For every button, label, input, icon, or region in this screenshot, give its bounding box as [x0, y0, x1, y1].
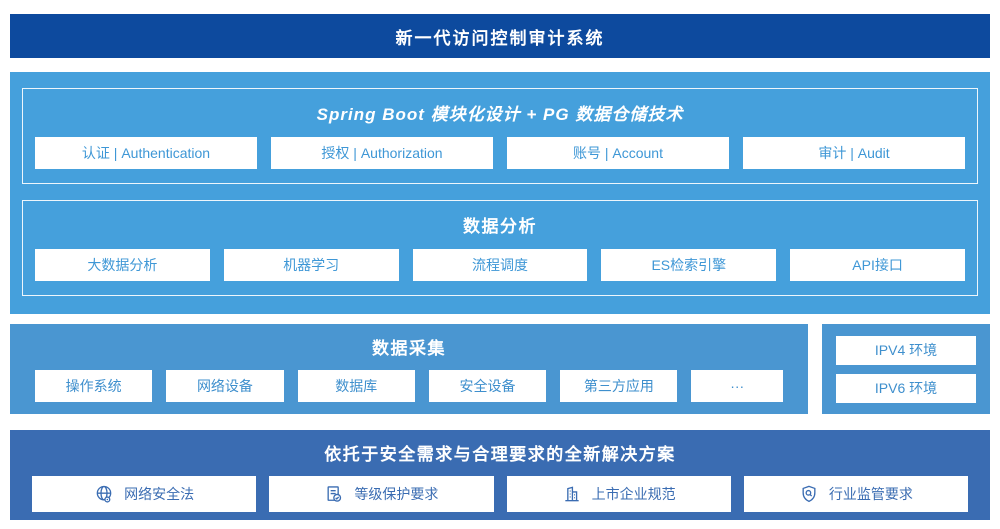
- source-ellipsis: ···: [691, 370, 783, 402]
- solution-title: 依托于安全需求与合理要求的全新解决方案: [324, 445, 676, 464]
- solution-item-label: 等级保护要求: [354, 486, 439, 502]
- springboot-subsection: Spring Boot 模块化设计 + PG 数据仓储技术 认证 | Authe…: [22, 88, 978, 184]
- solution-item-label: 行业监管要求: [828, 486, 913, 502]
- module-es-search-engine: ES检索引擎: [601, 249, 777, 281]
- diagram-root: 新一代访问控制审计系统 Spring Boot 模块化设计 + PG 数据仓储技…: [10, 14, 990, 520]
- source-network-device: 网络设备: [166, 370, 284, 402]
- solution-classified-protection: 等级保护要求: [269, 476, 494, 512]
- data-analysis-subsection: 数据分析 大数据分析 机器学习 流程调度 ES检索引擎 API接口: [22, 200, 978, 296]
- solution-row: 网络安全法 等级保护要求: [32, 476, 968, 512]
- data-collection-title: 数据采集: [372, 339, 446, 358]
- solution-network-security-law: 网络安全法: [32, 476, 257, 512]
- solution-item-label: 上市企业规范: [591, 486, 676, 502]
- title-banner: 新一代访问控制审计系统: [10, 14, 990, 58]
- source-database: 数据库: [297, 370, 415, 402]
- source-third-party-app: 第三方应用: [560, 370, 678, 402]
- solution-listed-company-rules: 上市企业规范: [506, 476, 731, 512]
- page-title: 新一代访问控制审计系统: [395, 28, 605, 48]
- middle-row: 数据采集 操作系统 网络设备 数据库 安全设备 第三方应用 ··· IPV4 环…: [10, 324, 990, 414]
- source-security-device: 安全设备: [428, 370, 547, 402]
- source-operating-system: 操作系统: [35, 370, 153, 402]
- data-collection-section: 数据采集 操作系统 网络设备 数据库 安全设备 第三方应用 ···: [10, 324, 808, 414]
- module-api: API接口: [790, 249, 965, 281]
- shield-search-icon: [799, 484, 819, 504]
- data-analysis-module-row: 大数据分析 机器学习 流程调度 ES检索引擎 API接口: [35, 249, 965, 281]
- solution-item-label: 网络安全法: [124, 486, 195, 502]
- solution-section: 依托于安全需求与合理要求的全新解决方案 网络安全法: [10, 430, 990, 520]
- module-authorization: 授权 | Authorization: [271, 137, 493, 169]
- solution-industry-supervision: 行业监管要求: [743, 476, 968, 512]
- data-analysis-title: 数据分析: [463, 217, 537, 236]
- document-check-icon: [324, 484, 344, 504]
- module-audit: 审计 | Audit: [743, 137, 965, 169]
- building-icon: [562, 484, 582, 504]
- springboot-title: Spring Boot 模块化设计 + PG 数据仓储技术: [316, 105, 684, 124]
- module-authentication: 认证 | Authentication: [35, 137, 257, 169]
- module-workflow-scheduling: 流程调度: [412, 249, 588, 281]
- springboot-module-row: 认证 | Authentication 授权 | Authorization 账…: [35, 137, 965, 169]
- module-machine-learning: 机器学习: [223, 249, 399, 281]
- module-bigdata-analysis: 大数据分析: [35, 249, 210, 281]
- ipv4-environment: IPV4 环境: [836, 335, 976, 365]
- platform-section: Spring Boot 模块化设计 + PG 数据仓储技术 认证 | Authe…: [10, 72, 990, 314]
- globe-location-icon: [94, 484, 114, 504]
- ipv6-environment: IPV6 环境: [836, 373, 976, 403]
- ip-environment-section: IPV4 环境 IPV6 环境: [822, 324, 990, 414]
- data-collection-source-row: 操作系统 网络设备 数据库 安全设备 第三方应用 ···: [35, 370, 783, 402]
- module-account: 账号 | Account: [507, 137, 729, 169]
